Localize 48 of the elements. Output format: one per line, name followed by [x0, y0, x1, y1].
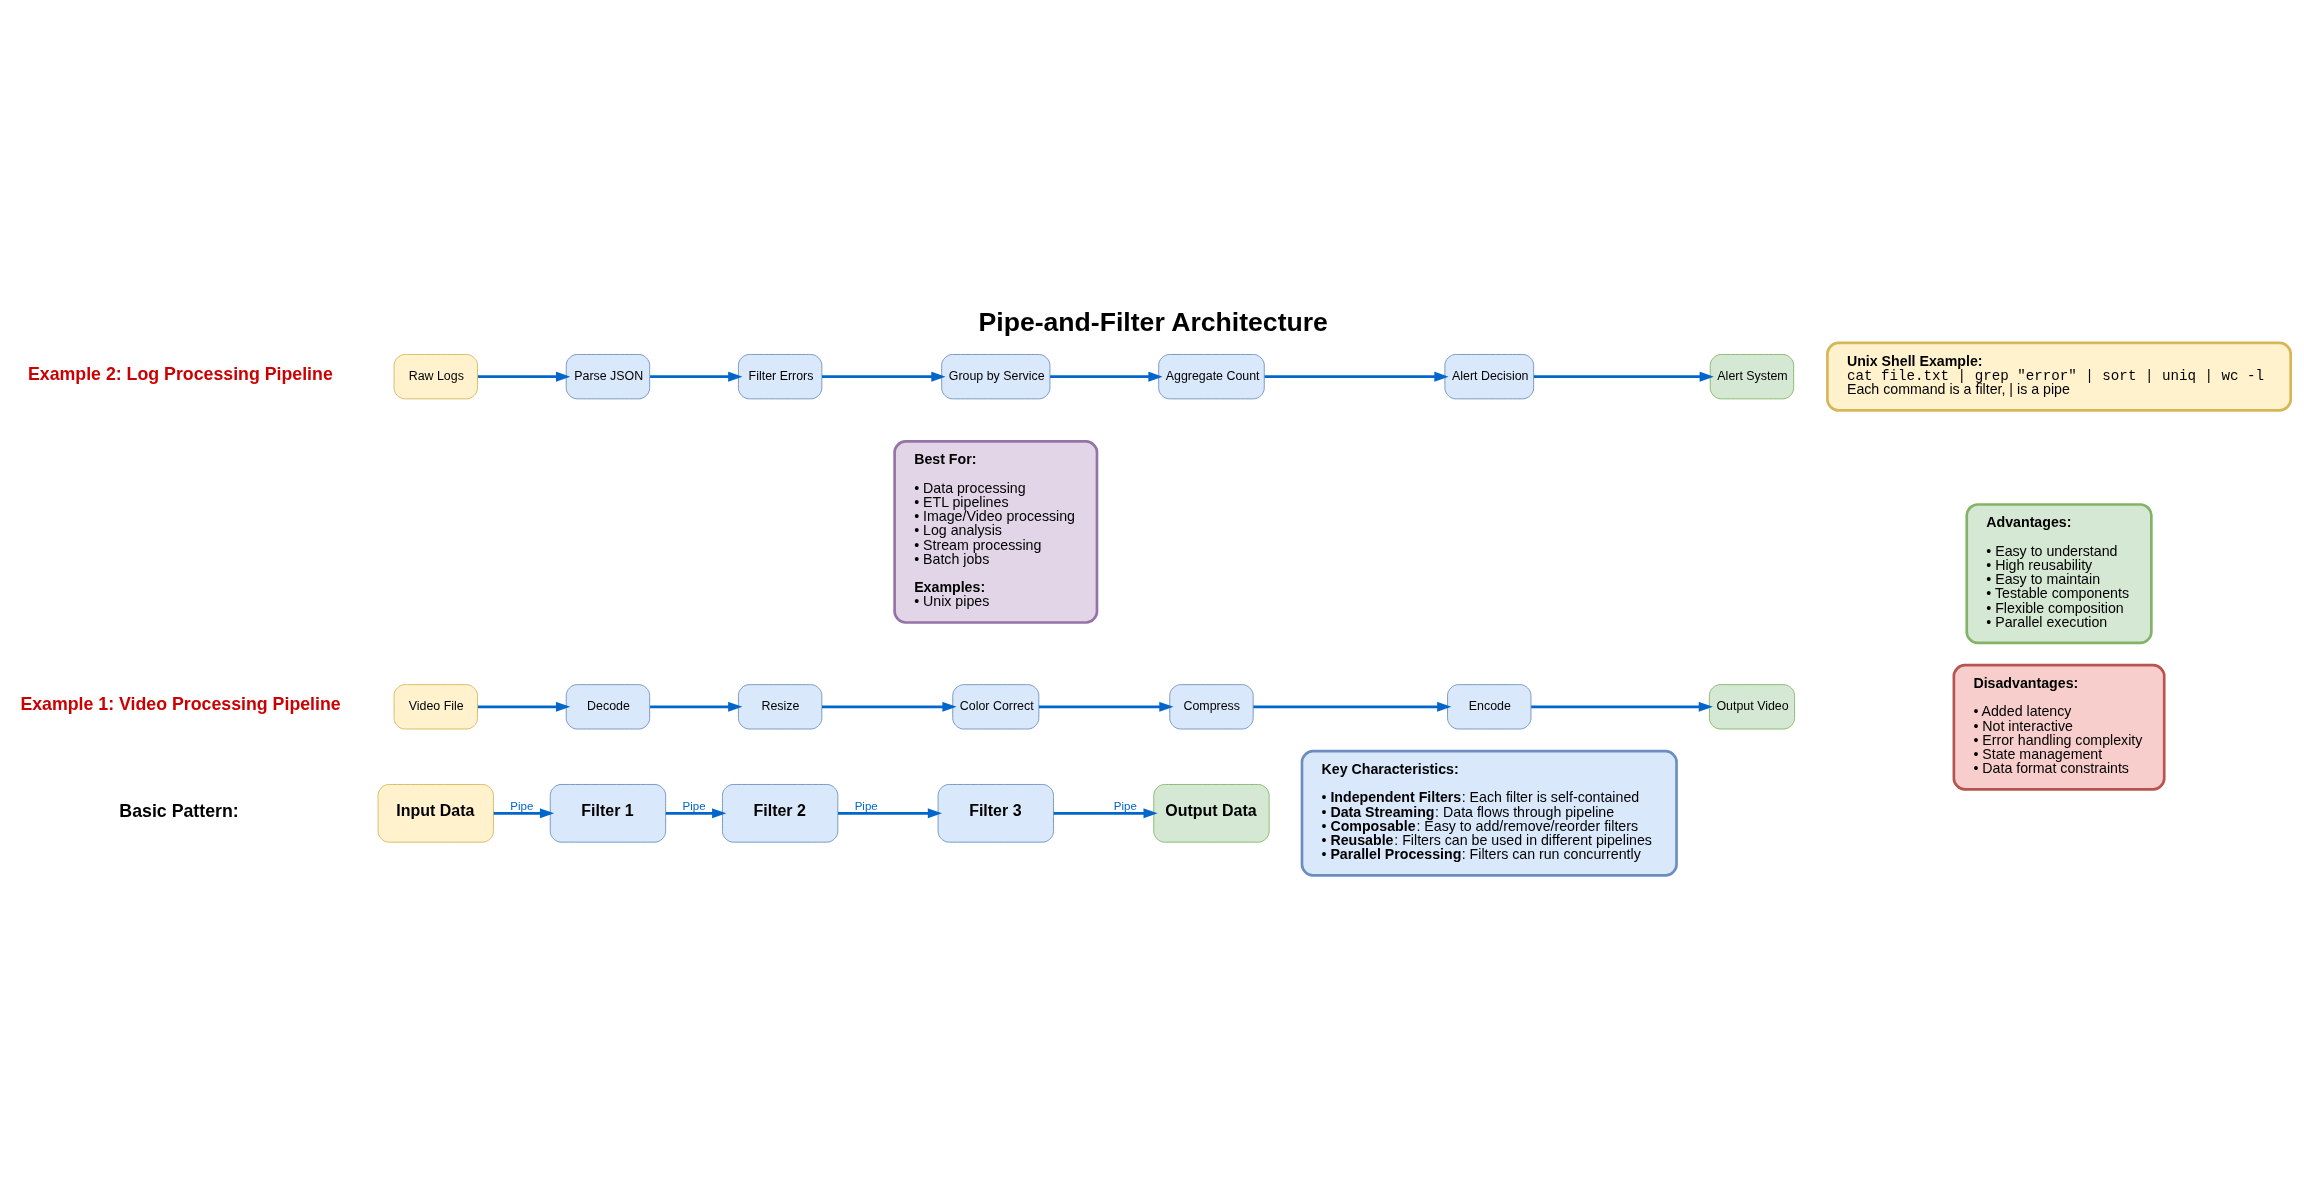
node-box: Output Data: [1153, 784, 1270, 843]
arrow: [650, 701, 743, 712]
node-box: Parse JSON: [565, 354, 651, 400]
node-box: Disadvantages: • Added latency • Not interactive • Error handling complexity • State management • Data format constraints: [1952, 663, 2166, 791]
node-box: Raw Logs: [393, 354, 478, 400]
arrow: [1053, 808, 1158, 819]
node-box: Key Characteristics: • Independent Filters: Each filter is self-contained • Data Streaming: Data flows through pipeline • Composable: Easy to add/remove/reorder filters • Reusable: Filters can be used in different pipelines • Parallel Processing: Filters can run concurrently: [1300, 749, 1678, 877]
node-box: Video File: [393, 684, 478, 730]
node-box: Aggregate Count: [1158, 354, 1265, 400]
arrow: [1533, 371, 1714, 382]
node-box: Encode: [1447, 684, 1532, 730]
node-box: Advantages: • Easy to understand • High reusability • Easy to maintain • Testable components • Flexible composition • Parallel execution: [1965, 503, 2153, 645]
label: Example 1: Video Processing Pipeline: [20, 694, 341, 715]
edge-label: Pipe: [682, 800, 706, 813]
node-box: Filter 1: [549, 784, 667, 843]
arrow: [822, 701, 957, 712]
node-box: Filter 2: [722, 784, 839, 843]
edge-label: Pipe: [510, 800, 534, 813]
node-box: Compress: [1169, 684, 1254, 730]
arrow: [1038, 701, 1174, 712]
arrow: [1531, 701, 1713, 712]
arrow: [650, 371, 743, 382]
arrow: [1050, 371, 1163, 382]
edge-label: Pipe: [854, 800, 878, 813]
node-box: Filter 3: [937, 784, 1054, 843]
edge-label: Pipe: [1113, 800, 1137, 813]
node-box: Input Data: [377, 784, 494, 843]
label: Basic Pattern:: [119, 800, 239, 821]
arrow: [665, 808, 727, 819]
diagram-title: Pipe-and-Filter Architecture: [978, 306, 1328, 337]
arrow: [822, 371, 946, 382]
arrow: [477, 701, 571, 712]
node-box: Unix Shell Example: cat file.txt | grep "error" | sort | uniq | wc -l Each command is a filter, | is a pipe: [1826, 341, 2292, 412]
node-box: Resize: [737, 684, 823, 730]
label: Example 2: Log Processing Pipeline: [27, 364, 333, 385]
node-box: Alert System: [1709, 354, 1795, 400]
arrow: [477, 371, 571, 382]
arrow: [1264, 371, 1449, 382]
arrow: [838, 808, 943, 819]
node-box: Color Correct: [952, 684, 1040, 730]
node-box: Filter Errors: [737, 354, 823, 400]
node-box: Decode: [565, 684, 651, 730]
arrow: [493, 808, 555, 819]
node-box: Alert Decision: [1444, 354, 1535, 400]
arrow: [1253, 701, 1452, 712]
node-box: Group by Service: [941, 354, 1051, 400]
node-box: Output Video: [1708, 684, 1795, 730]
node-box: Best For: • Data processing • ETL pipelines • Image/Video processing • Log analysis • Stream processing • Batch jobs Examples: • Unix pipes: [893, 440, 1099, 624]
